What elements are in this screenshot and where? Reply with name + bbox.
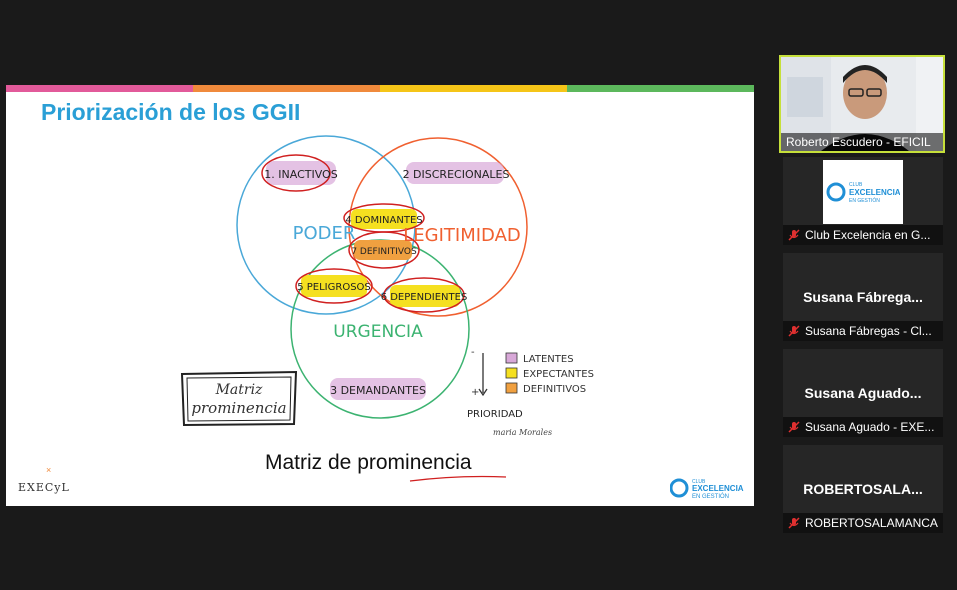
speaker-label: Roberto Escudero - EFICIL [781, 133, 943, 151]
participant-label: ROBERTOSALAMANCA [783, 513, 943, 533]
zone-peligrosos: 5 PELIGROSOS [297, 282, 371, 293]
svg-text:EN GESTIÓN: EN GESTIÓN [849, 197, 880, 204]
participant-display-name: ROBERTOSALA... [803, 481, 923, 497]
shared-slide: Priorización de los GGII PODER LEGITIMID… [6, 85, 754, 506]
legend-expectantes: EXPECTANTES [523, 369, 594, 380]
participant-tile-susana-aguado[interactable]: Susana Aguado... Susana Aguado - EXE... [783, 349, 943, 437]
svg-text:+: + [471, 387, 479, 398]
participant-tile-robertosalamanca[interactable]: ROBERTOSALA... ROBERTOSALAMANCA [783, 445, 943, 533]
club-excelencia-logo: CLUB EXCELENCIA EN GESTIÓN [670, 478, 744, 500]
legend-definitivos: DEFINITIVOS [523, 384, 586, 395]
slide-title: Priorización de los GGII [41, 99, 301, 125]
zone-dominantes: 4 DOMINANTES [345, 215, 422, 226]
legitimidad-circle [348, 137, 528, 317]
legitimidad-label: LEGITIMIDAD [403, 225, 521, 246]
zone-dependientes: 6 DEPENDIENTES [381, 292, 468, 303]
muted-mic-icon [788, 229, 800, 241]
zone-demandantes: 3 DEMANDANTES [330, 384, 426, 397]
svg-text:CLUB: CLUB [849, 182, 863, 188]
muted-mic-icon [788, 421, 800, 433]
zone-discrecionales: 2 DISCRECIONALES [403, 168, 510, 181]
participant-display-name: Susana Aguado... [804, 385, 922, 401]
participant-label: Club Excelencia en G... [783, 225, 943, 245]
priority-legend: - + LATENTES EXPECTANTES DEFINITIVOS PRI… [467, 347, 594, 437]
participant-tile-club[interactable]: CLUB EXCELENCIA EN GESTIÓN Club Excelenc… [783, 157, 943, 245]
legend-priority: PRIORIDAD [467, 409, 523, 420]
matriz-prominencia-box: Matriz prominencia [180, 370, 298, 427]
muted-mic-icon [788, 517, 800, 529]
speaker-video-tile[interactable]: Roberto Escudero - EFICIL [779, 55, 945, 153]
poder-label: PODER [293, 223, 356, 244]
signature: maria Morales [493, 428, 552, 437]
slide-caption: Matriz de prominencia [265, 451, 472, 474]
venn-diagram: PODER LEGITIMIDAD URGENCIA 1. INACTIVOS … [236, 135, 528, 419]
svg-text:×: × [46, 465, 51, 475]
participant-label: Susana Fábregas - Cl... [783, 321, 943, 341]
caption-underline [409, 475, 507, 482]
zone-definitivos: 7 DEFINITIVOS [351, 247, 417, 257]
zone-inactivos: 1. INACTIVOS [264, 168, 337, 181]
participant-tile-susana-fabregas[interactable]: Susana Fábrega... Susana Fábregas - Cl..… [783, 253, 943, 341]
participant-label: Susana Aguado - EXE... [783, 417, 943, 437]
svg-text:EN GESTIÓN: EN GESTIÓN [692, 493, 729, 500]
svg-text:prominencia: prominencia [191, 399, 286, 417]
club-logo-avatar: CLUB EXCELENCIA EN GESTIÓN [823, 160, 903, 224]
club-logo-icon: CLUB EXCELENCIA EN GESTIÓN [826, 182, 900, 204]
svg-text:CLUB: CLUB [692, 479, 706, 485]
svg-text:Matriz: Matriz [215, 382, 263, 398]
participant-display-name: Susana Fábrega... [803, 289, 923, 305]
svg-text:EXECyL: EXECyL [18, 481, 70, 494]
svg-text:-: - [471, 347, 475, 358]
svg-text:EXCELENCIA: EXCELENCIA [849, 188, 900, 197]
urgencia-label: URGENCIA [333, 322, 423, 342]
legend-latentes: LATENTES [523, 354, 574, 365]
execyl-logo: EXECyL × [18, 465, 70, 494]
svg-text:EXCELENCIA: EXCELENCIA [692, 484, 744, 493]
slide-color-bar [6, 85, 754, 92]
muted-mic-icon [788, 325, 800, 337]
